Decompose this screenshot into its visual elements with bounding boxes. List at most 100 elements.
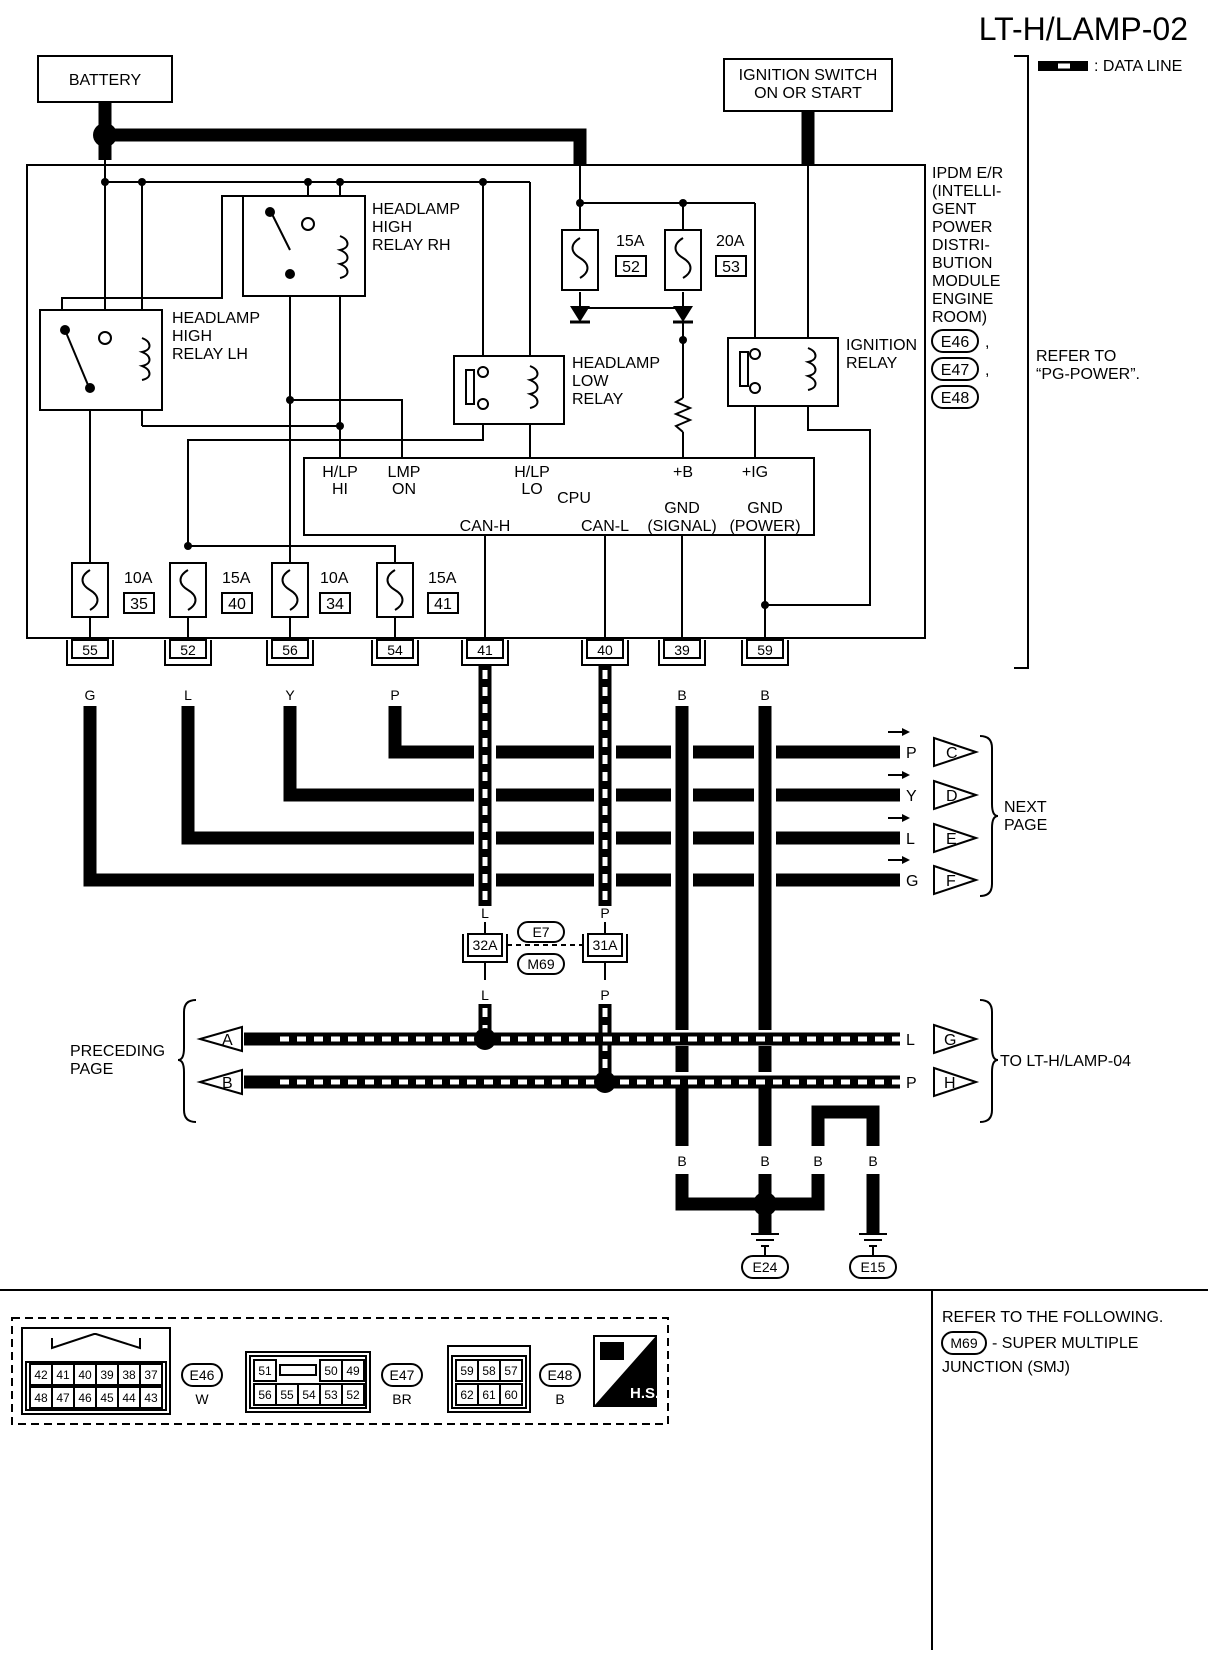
svg-text:L: L (184, 687, 192, 703)
ipdm-label: IPDM E/R (INTELLI- GENT POWER DISTRI- BU… (932, 165, 1003, 326)
svg-text:B: B (677, 1153, 686, 1169)
smj-junction: L P 32A 31A E7 M69 L P (462, 905, 628, 1003)
next-page-item-c: P C (888, 728, 980, 768)
connector-ref-e46: E46 (941, 334, 970, 351)
connector-pin-number: 56 (258, 1388, 272, 1402)
svg-text:RELAY LH: RELAY LH (172, 346, 248, 363)
svg-text:P: P (600, 905, 609, 921)
legend-data-line-text: : DATA LINE (1094, 58, 1182, 75)
ignition-relay: IGNITION RELAY (727, 337, 917, 407)
connector-pin-number: 37 (144, 1368, 158, 1382)
fuse-10a-35: 10A 35 (71, 562, 155, 618)
refer-to-line-2: “PG-POWER”. (1036, 366, 1140, 383)
svg-text:G: G (85, 687, 96, 703)
svg-text:RELAY: RELAY (846, 355, 898, 372)
connector-pin-cell (499, 1359, 523, 1382)
connector-pin-cell (341, 1359, 365, 1382)
svg-text:L: L (481, 987, 489, 1003)
next-page-item-f: G F (888, 856, 980, 896)
svg-text:CPU: CPU (557, 490, 591, 507)
terminal-59: 59 B (741, 639, 789, 703)
refer-following: REFER TO THE FOLLOWING. M69 - SUPER MULT… (941, 1309, 1163, 1376)
svg-text:L: L (481, 905, 489, 921)
svg-text:59: 59 (757, 642, 773, 658)
svg-text:HIGH: HIGH (172, 328, 212, 345)
svg-text:HIGH: HIGH (372, 219, 412, 236)
harness-wires (83, 706, 900, 888)
next-page-connectors: P C Y D L E G F NEXT PAGE (888, 728, 1047, 897)
svg-text:B: B (760, 1153, 769, 1169)
connector-pin-cell (139, 1363, 163, 1386)
svg-text:L: L (262, 1032, 271, 1049)
data-line-legend: : DATA LINE (1038, 58, 1182, 75)
connector-pin-number: 59 (460, 1364, 474, 1378)
diodes (570, 306, 693, 324)
terminal-39: 39 B (658, 639, 706, 703)
svg-text:40: 40 (597, 642, 613, 658)
internal-wiring (61, 160, 871, 640)
next-page-label-2: PAGE (1004, 817, 1047, 834)
svg-text:CAN-H: CAN-H (460, 518, 511, 535)
svg-text:35: 35 (130, 596, 148, 613)
svg-text:BUTION: BUTION (932, 255, 992, 272)
resistor (673, 397, 693, 433)
svg-text:P: P (906, 745, 917, 762)
to-page-label: TO LT-H/LAMP-04 (1000, 1053, 1131, 1070)
battery-feed-wire (93, 102, 587, 165)
ipdm-module-box (26, 164, 926, 639)
svg-text:55: 55 (82, 642, 98, 658)
svg-text:10A: 10A (124, 570, 153, 587)
svg-text:52: 52 (622, 259, 640, 276)
svg-text:Y: Y (906, 788, 917, 805)
terminal-56: 56 Y (266, 639, 314, 703)
fuse-10a-34: 10A 34 (271, 562, 351, 618)
svg-text:HEADLAMP: HEADLAMP (372, 201, 460, 218)
svg-text:P: P (906, 1075, 917, 1092)
svg-text:40: 40 (228, 596, 246, 613)
next-page-item-e: L E (888, 814, 980, 854)
connector-pin-number: 51 (258, 1364, 272, 1378)
headlamp-high-relay-rh: HEADLAMP HIGH RELAY RH (242, 195, 460, 297)
svg-text:GND: GND (664, 500, 700, 517)
connector-pin-number: 53 (324, 1388, 338, 1402)
connector-pin-number: 49 (346, 1364, 360, 1378)
connector-ref-e48: E48 (941, 390, 970, 407)
preceding-label-1: PRECEDING (70, 1043, 165, 1060)
connector-key-slot (279, 1364, 317, 1376)
svg-text:RELAY: RELAY (572, 391, 624, 408)
svg-text:LO: LO (521, 481, 542, 498)
connector-pin-number: 48 (34, 1391, 48, 1405)
connector-pin-number: 43 (144, 1391, 158, 1405)
svg-text:W: W (195, 1391, 209, 1407)
svg-text:E: E (946, 831, 957, 848)
svg-text:MODULE: MODULE (932, 273, 1000, 290)
connector-pin-number: 62 (460, 1388, 474, 1402)
svg-text:+B: +B (673, 464, 693, 481)
ignition-switch-label-1: IGNITION SWITCH (739, 67, 878, 84)
svg-text:RELAY RH: RELAY RH (372, 237, 451, 254)
svg-text:HEADLAMP: HEADLAMP (572, 355, 660, 372)
svg-text:E7: E7 (532, 924, 549, 940)
svg-text:56: 56 (282, 642, 298, 658)
svg-text:ROOM): ROOM) (932, 309, 987, 326)
svg-text:G: G (944, 1032, 956, 1049)
svg-text:B: B (677, 687, 686, 703)
connector-pin-cell (253, 1359, 277, 1382)
svg-text:15A: 15A (222, 570, 251, 587)
ground-e24 (741, 1255, 789, 1279)
svg-text:H: H (944, 1075, 956, 1092)
connector-pin-cell (341, 1383, 365, 1406)
ground-e15 (849, 1255, 897, 1279)
fuse-15a-40: 15A 40 (169, 562, 253, 618)
svg-text:M69: M69 (527, 956, 554, 972)
svg-text:P: P (390, 687, 399, 703)
svg-text:+IG: +IG (742, 464, 768, 481)
ground-section: B B B B E24 E15 (675, 1105, 897, 1279)
connector-pin-number: 45 (100, 1391, 114, 1405)
svg-text:B: B (555, 1391, 564, 1407)
svg-text:ENGINE: ENGINE (932, 291, 993, 308)
connector-pin-cell (499, 1383, 523, 1406)
connector-comma-1: , (985, 334, 989, 351)
connector-pin-number: 46 (78, 1391, 92, 1405)
svg-text:15A: 15A (428, 570, 457, 587)
